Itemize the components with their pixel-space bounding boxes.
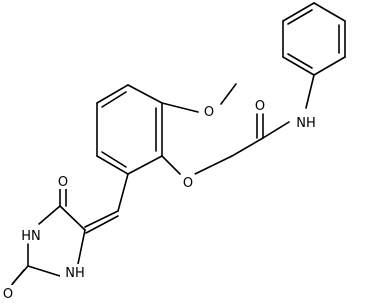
- bond: [84, 210, 119, 228]
- bond: [27, 265, 61, 277]
- bond: [101, 151, 127, 168]
- bond: [96, 155, 129, 175]
- bond: [305, 74, 315, 109]
- bond: [262, 121, 290, 139]
- phenyl-ring: [282, 2, 346, 76]
- bond: [287, 53, 313, 69]
- bond: [161, 102, 199, 113]
- bond: [127, 84, 163, 104]
- label-imid-hn: HN: [16, 227, 46, 244]
- bond: [231, 137, 264, 157]
- bond: [282, 56, 315, 76]
- bond: [194, 155, 233, 175]
- label-ether-o: O: [181, 174, 195, 191]
- imid-hn-label: HN: [21, 229, 41, 244]
- bond: [85, 215, 119, 234]
- bond: [96, 84, 129, 104]
- bond: [127, 155, 163, 175]
- bond: [38, 205, 61, 225]
- bond: [313, 56, 346, 76]
- methoxy-o-label: O: [204, 105, 214, 120]
- imid-carbonyl-o-top-label: O: [58, 175, 68, 190]
- label-imid-nh: NH: [60, 264, 90, 281]
- label-amide-nh: NH: [290, 114, 322, 131]
- imid-carbonyl-o-bottom-label: O: [3, 287, 13, 302]
- bond: [101, 91, 127, 108]
- bond: [287, 9, 313, 25]
- label-methoxy-o: O: [202, 103, 216, 120]
- bond: [220, 83, 237, 105]
- amide-carbonyl-o-label: O: [255, 99, 265, 114]
- bond: [77, 229, 86, 265]
- bond: [161, 155, 181, 175]
- bond: [9, 269, 25, 288]
- bond: [313, 2, 346, 22]
- benzene-ring: [96, 84, 163, 175]
- imid-nh-label: NH: [65, 266, 85, 281]
- bond: [59, 205, 86, 231]
- label-imid-o-top: O: [56, 173, 70, 190]
- bond: [117, 173, 129, 212]
- label-imid-o-bottom: O: [1, 285, 15, 302]
- ether-o-label: O: [183, 176, 193, 191]
- bond: [282, 2, 315, 22]
- label-amide-o: O: [253, 97, 267, 114]
- imidazolidine-ring: [27, 205, 86, 277]
- amide-nh-label: NH: [296, 116, 316, 131]
